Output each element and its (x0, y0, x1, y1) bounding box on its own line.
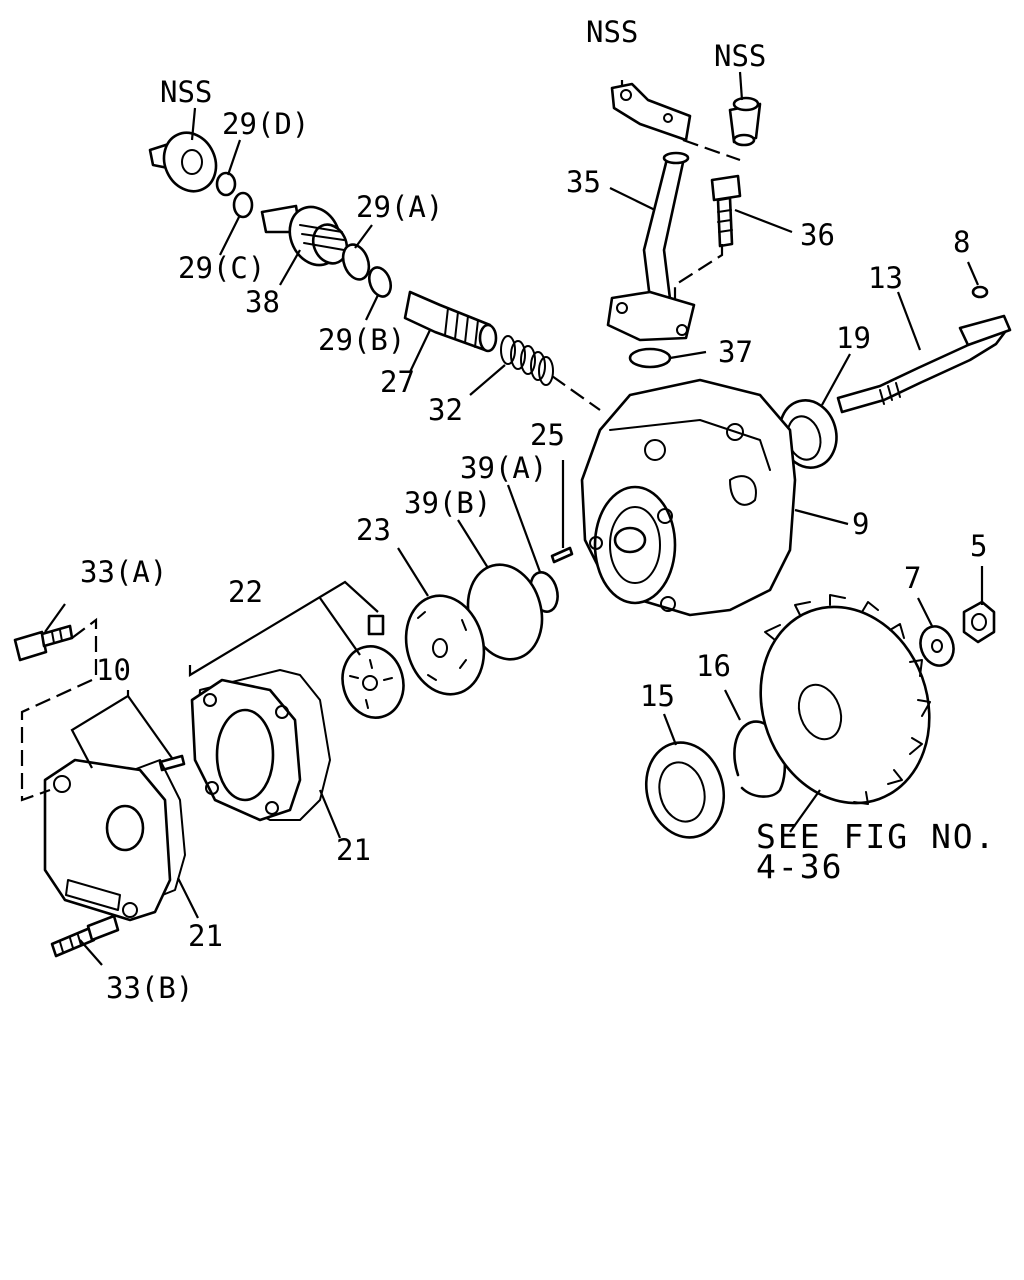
label-22: 22 (228, 575, 263, 609)
leader-lines (44, 71, 984, 966)
bolt-33a (13, 624, 74, 662)
label-nss-right: NSS (714, 39, 766, 73)
label-33a: 33(A) (80, 555, 167, 589)
label-32: 32 (428, 393, 463, 427)
label-23: 23 (356, 513, 391, 547)
label-21-lower: 21 (188, 919, 223, 953)
nss-bracket (610, 82, 692, 142)
see-fig-line1: SEE FIG NO. (756, 817, 997, 856)
label-39b: 39(B) (404, 486, 491, 520)
label-39a: 39(A) (460, 451, 547, 485)
nss-banjo-fitting (148, 131, 218, 193)
label-19: 19 (836, 321, 871, 355)
bolt-36 (710, 174, 742, 248)
stud-33b (50, 914, 120, 958)
valve-27 (403, 290, 498, 353)
label-29d: 29(D) (222, 107, 309, 141)
label-nss-top: NSS (586, 15, 638, 49)
label-29a: 29(A) (356, 190, 443, 224)
plug-38 (260, 204, 349, 267)
cam-ring-22 (190, 678, 302, 822)
label-9: 9 (852, 507, 869, 541)
nut-5 (962, 600, 996, 644)
label-33b: 33(B) (106, 971, 193, 1005)
label-35: 35 (566, 165, 601, 199)
label-5: 5 (970, 529, 987, 563)
o-ring-29c (232, 191, 254, 219)
label-36: 36 (800, 218, 835, 252)
label-29b: 29(B) (318, 323, 405, 357)
plate-23 (404, 594, 486, 696)
label-27: 27 (380, 365, 415, 399)
shaft-13 (836, 314, 1012, 414)
label-nss-left: NSS (160, 75, 212, 109)
assembly-dash-lines (20, 138, 741, 802)
label-38: 38 (245, 285, 280, 319)
label-10: 10 (96, 653, 131, 687)
label-15: 15 (640, 679, 675, 713)
pin-25 (550, 546, 574, 564)
label-25: 25 (530, 418, 565, 452)
washer-7 (919, 625, 955, 667)
label-7: 7 (904, 561, 921, 595)
o-ring-29d (215, 171, 237, 197)
pipe-35 (606, 151, 696, 342)
pump-housing-9 (580, 378, 797, 617)
nss-connector (728, 96, 762, 147)
cover-10 (43, 758, 172, 922)
gasket-37 (628, 347, 672, 369)
dowel-pin-10 (158, 754, 186, 772)
o-ring-29a (341, 243, 371, 281)
rotor-22 (341, 645, 405, 719)
callout-labels: NSS NSS NSS 29(D) 29(A) 29(C) 38 29(B) 2… (80, 15, 997, 1005)
key-8 (971, 285, 989, 299)
o-ring-29b (367, 266, 393, 298)
label-21-middle: 21 (336, 833, 371, 867)
bearing-15 (644, 741, 726, 839)
label-16: 16 (696, 649, 731, 683)
gear (759, 594, 931, 805)
label-37: 37 (718, 335, 753, 369)
vane-22 (367, 614, 385, 636)
label-13: 13 (868, 261, 903, 295)
label-29c: 29(C) (178, 251, 265, 285)
see-fig-line2: 4-36 (756, 847, 843, 886)
label-8: 8 (953, 225, 970, 259)
spring-32 (500, 335, 554, 386)
